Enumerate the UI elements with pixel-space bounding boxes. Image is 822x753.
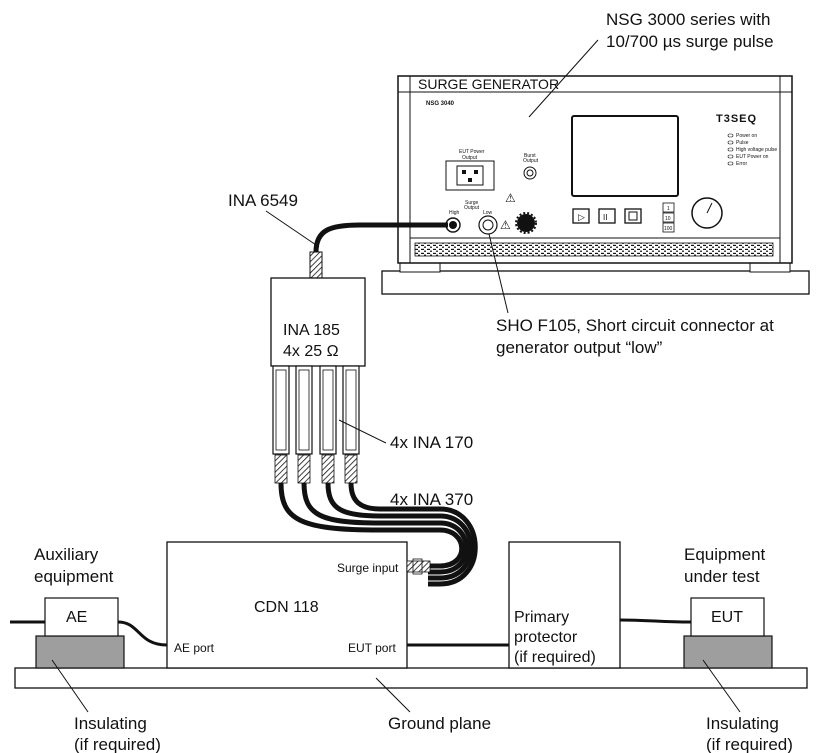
primary-protector-line2: protector	[514, 629, 578, 646]
protector-to-eut-cable	[619, 618, 692, 624]
eut-power-output-label-1: EUT Power	[459, 149, 485, 155]
cdn-eut-port-label: EUT port	[348, 641, 396, 655]
sho-label-line2: generator output “low”	[496, 338, 663, 357]
burst-output-connector	[523, 166, 537, 180]
range-button-100	[662, 222, 675, 233]
led-label-high-voltage: High voltage pulse	[736, 147, 777, 153]
nsg-series-leader	[528, 39, 599, 118]
ina170-adapters	[272, 365, 360, 455]
ina6549-cable	[313, 222, 448, 253]
ae-to-cdn-cable	[117, 620, 168, 647]
ae-insulator	[35, 635, 125, 669]
ground-plane	[14, 667, 808, 689]
sho-label-line1: SHO F105, Short circuit connector at	[496, 316, 774, 335]
ina370-cables	[278, 482, 478, 587]
nsg-series-label-line2: 10/700 µs surge pulse	[606, 32, 774, 51]
insulating-left-line2: (if required)	[74, 735, 161, 753]
surge-output-low-label: Low	[483, 210, 493, 216]
cdn118-title: CDN 118	[254, 599, 319, 616]
nsg-series-label-line1: NSG 3000 series with	[606, 10, 770, 29]
generator-title: SURGE GENERATOR	[418, 76, 559, 92]
led-label-power-on: Power on	[736, 133, 757, 139]
ina370-label: 4x INA 370	[390, 490, 473, 509]
surge-output-label-1: Surge	[465, 200, 479, 206]
insulating-left-line1: Insulating	[74, 714, 147, 733]
cdn-ae-port-label: AE port	[174, 641, 215, 655]
equipment-under-test-line1: Equipment	[684, 545, 766, 564]
generator-start-button	[572, 208, 590, 224]
cdn-surge-input-connector	[406, 560, 431, 573]
warning-icon-upper: ⚠	[505, 191, 516, 205]
ina6549-leader	[265, 210, 320, 248]
cdn-surge-input-label: Surge input	[337, 561, 399, 575]
generator-display	[571, 115, 679, 197]
generator-status-leds: Power on Pulse High voltage pulse EUT Po…	[727, 133, 777, 167]
ae-box-label: AE	[66, 609, 87, 626]
ae-box	[44, 597, 119, 637]
ina170-leader	[338, 419, 387, 444]
auxiliary-equipment-line2: equipment	[34, 567, 114, 586]
range-button-1	[662, 202, 675, 213]
generator-stop-button	[624, 208, 642, 224]
svg-text:100: 100	[664, 226, 673, 232]
ground-plane-leader	[375, 677, 411, 713]
range-button-10	[662, 212, 675, 223]
eut-box-label: EUT	[711, 609, 743, 626]
eut-box	[690, 597, 765, 637]
primary-protector-box	[508, 541, 621, 669]
insulating-right-leader	[702, 659, 741, 713]
ina170-adapter	[295, 365, 313, 455]
eut-power-output-label-2: Output	[462, 155, 478, 161]
warning-icon-lower: ⚠	[500, 218, 511, 232]
insulating-right-line2: (if required)	[706, 735, 793, 753]
eut-insulator	[683, 635, 773, 669]
ina170-adapter	[272, 365, 290, 455]
ina370-connectors	[274, 454, 358, 484]
led-label-error: Error	[736, 161, 747, 167]
generator-vent-strip	[414, 242, 774, 257]
ina185-label-line2: 4x 25 Ω	[283, 343, 339, 360]
generator-brand-logo: T3SEQ	[716, 113, 757, 125]
ina170-label: 4x INA 170	[390, 433, 473, 452]
ina170-adapter	[342, 365, 360, 455]
generator-model: NSG 3040	[426, 101, 455, 107]
insulating-left-leader	[51, 659, 89, 713]
led-label-eut-power: EUT Power on	[736, 154, 769, 160]
ina6549-connector	[309, 251, 323, 279]
insulating-right-line1: Insulating	[706, 714, 779, 733]
ina185-label-line1: INA 185	[283, 322, 340, 339]
burst-output-label-2: Output	[523, 158, 539, 164]
surge-output-label-2: Output	[464, 205, 480, 211]
svg-text:10: 10	[665, 216, 671, 222]
primary-protector-line3: (if required)	[514, 649, 596, 666]
cdn118-box	[166, 541, 408, 669]
ina170-adapter	[319, 365, 337, 455]
sho-leader	[488, 233, 509, 314]
primary-protector-line1: Primary	[514, 609, 569, 626]
ina6549-label: INA 6549	[228, 191, 298, 210]
auxiliary-equipment-line1: Auxiliary	[34, 545, 99, 564]
svg-text:II: II	[603, 213, 607, 222]
led-label-pulse: Pulse	[736, 140, 749, 146]
ina185-box	[270, 277, 366, 367]
svg-text:1: 1	[667, 206, 670, 212]
surge-output-high-label: High	[449, 210, 460, 216]
svg-text:▷: ▷	[578, 212, 585, 222]
equipment-under-test-line2: under test	[684, 567, 760, 586]
burst-output-label-1: Burst	[524, 153, 536, 159]
ground-plane-label: Ground plane	[388, 714, 491, 733]
surge-generator: SURGE GENERATOR NSG 3040 T3SEQ EUT Power…	[381, 75, 810, 295]
generator-base-plate	[381, 270, 810, 295]
generator-adjust-knob-small	[517, 214, 535, 232]
generator-pause-button	[598, 208, 616, 224]
